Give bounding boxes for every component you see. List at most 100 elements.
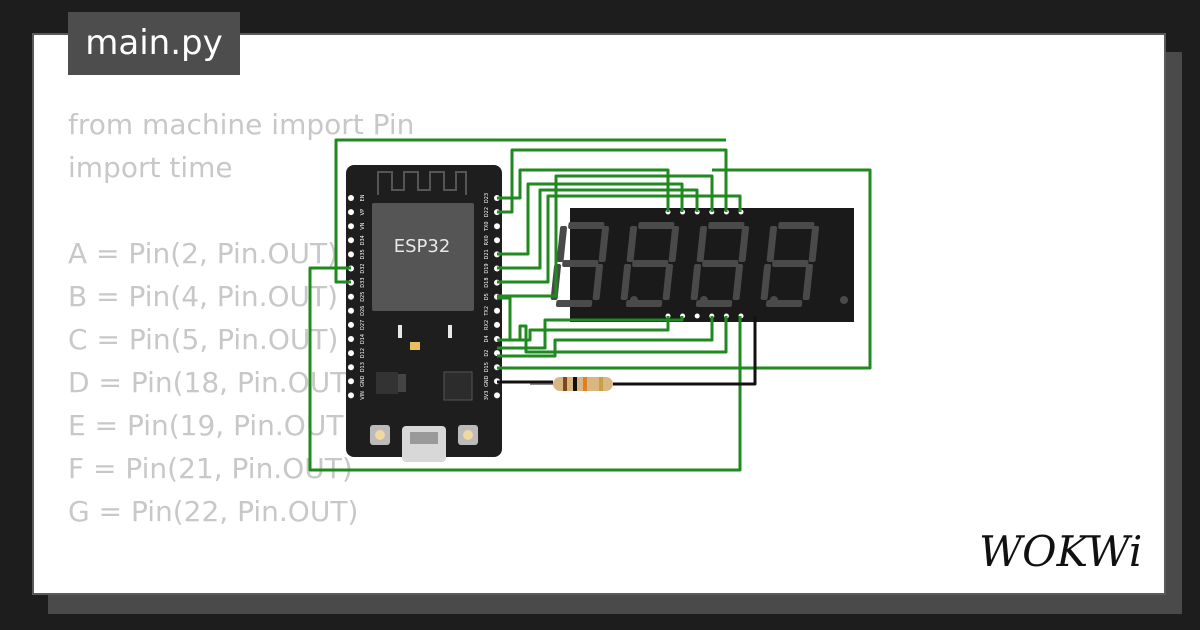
- pin-label: EN: [360, 194, 366, 201]
- pin-header[interactable]: [348, 195, 354, 201]
- segment: [802, 264, 814, 300]
- pin-label: D18: [484, 277, 490, 287]
- wire: [497, 296, 526, 342]
- segment: [778, 222, 815, 229]
- pin-header[interactable]: [348, 336, 354, 342]
- resistor[interactable]: [530, 377, 620, 391]
- pin-label: D14: [360, 334, 366, 344]
- wire: [497, 182, 684, 256]
- segment: [695, 300, 733, 307]
- wire: [497, 194, 742, 284]
- wire: [497, 316, 684, 350]
- voltage-regulator: [376, 372, 398, 394]
- code-line: import time: [68, 151, 233, 184]
- code-line: B = Pin(4, Pin.OUT): [68, 280, 339, 313]
- wires: [308, 138, 872, 472]
- pin-header[interactable]: [348, 321, 354, 328]
- seven-segment-display[interactable]: [550, 208, 854, 322]
- segment: [555, 300, 593, 307]
- pin-header[interactable]: [348, 392, 354, 399]
- pin-label: D27: [360, 320, 366, 330]
- segment: [732, 264, 744, 300]
- pin-header[interactable]: [348, 378, 354, 385]
- digit: [760, 222, 820, 307]
- segment: [766, 226, 778, 262]
- segment: [738, 226, 750, 262]
- pin-label: TX0: [484, 221, 490, 232]
- pin-label: D4: [484, 335, 490, 342]
- wire: [308, 266, 742, 472]
- pin-label: D21: [484, 249, 490, 259]
- pin-label: D35: [360, 249, 366, 259]
- wire: [334, 138, 726, 284]
- pin-label: VN: [360, 222, 366, 229]
- pin-header[interactable]: [348, 223, 354, 230]
- code-preview: from machine import Pin import time A = Pi…: [68, 103, 414, 533]
- segment: [562, 260, 599, 267]
- segment: [568, 222, 605, 229]
- pin-header[interactable]: [494, 307, 500, 314]
- pin-label: RX0: [484, 235, 490, 245]
- pin-header[interactable]: [348, 237, 354, 244]
- esp32-board[interactable]: ESP32 ENVPVND34D35D32D33D25D26D27D14D12D…: [346, 165, 502, 462]
- logo-text: WOKWi: [979, 527, 1142, 576]
- pin-label: D26: [360, 306, 366, 316]
- pin-header[interactable]: [494, 237, 500, 244]
- pin-label: D12: [360, 348, 366, 358]
- pin-header[interactable]: [348, 209, 354, 216]
- pin-label: D34: [360, 235, 366, 245]
- wire: [497, 174, 714, 298]
- segment: [556, 226, 568, 262]
- file-tab[interactable]: main.py: [68, 12, 240, 75]
- segment: [668, 226, 680, 262]
- pin-label: VP: [360, 209, 366, 215]
- segment: [690, 264, 702, 300]
- pin-header[interactable]: [348, 364, 354, 371]
- segment: [702, 260, 739, 267]
- code-line: from machine import Pin: [68, 108, 415, 141]
- pin-label: GND: [360, 375, 366, 387]
- usb-chip: [443, 371, 473, 401]
- pin-label: VIN: [360, 391, 366, 400]
- pin-label: RX2: [484, 320, 490, 330]
- pin-header[interactable]: [348, 350, 354, 357]
- segment: [772, 260, 809, 267]
- pin-label: D25: [360, 292, 366, 302]
- wire: [497, 316, 714, 358]
- pin-header[interactable]: [494, 392, 500, 399]
- code-line: D = Pin(18, Pin.OUT): [68, 366, 359, 399]
- wire: [497, 168, 872, 370]
- pin-label: D23: [484, 193, 490, 203]
- pin-header[interactable]: [494, 321, 500, 328]
- pin-label: D15: [484, 362, 490, 372]
- pin-header[interactable]: [348, 251, 354, 258]
- segment: [808, 226, 820, 262]
- segment: [662, 264, 674, 300]
- digit: [550, 222, 610, 307]
- pin-header[interactable]: [348, 307, 354, 314]
- pin-label: D2: [484, 350, 490, 357]
- code-line: G = Pin(22, Pin.OUT): [68, 495, 359, 528]
- chip-label: ESP32: [394, 236, 451, 257]
- segment: [632, 260, 669, 267]
- segment: [598, 226, 610, 262]
- esp32-module: [372, 203, 474, 311]
- decimal-point: [840, 296, 848, 304]
- code-line: A = Pin(2, Pin.OUT): [68, 237, 339, 270]
- digit: [690, 222, 750, 307]
- pin-label: D32: [360, 263, 366, 273]
- digit: [620, 222, 680, 307]
- wire: [497, 148, 728, 214]
- segment: [626, 226, 638, 262]
- pin-label: GND: [484, 375, 490, 387]
- pin-label: D33: [360, 277, 366, 287]
- segment: [638, 222, 675, 229]
- pin-header[interactable]: [494, 223, 500, 230]
- display-pin[interactable]: [694, 313, 700, 319]
- pin-label: D22: [484, 207, 490, 217]
- pin-label: 3V3: [484, 391, 490, 401]
- segment: [620, 264, 632, 300]
- segment: [625, 300, 663, 307]
- pin-header[interactable]: [348, 293, 354, 300]
